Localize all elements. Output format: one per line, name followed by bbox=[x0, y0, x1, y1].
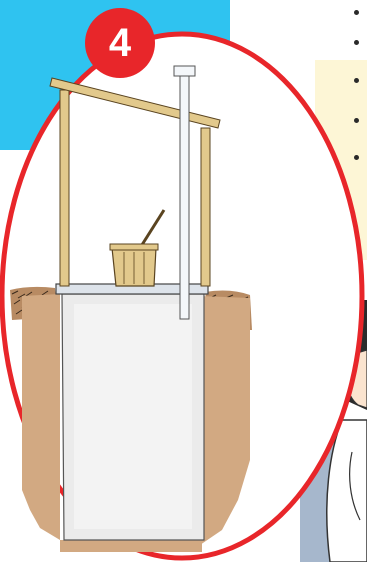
soil-icon bbox=[60, 540, 202, 552]
wooden-post-right bbox=[201, 128, 210, 286]
vent-pipe-icon bbox=[180, 75, 189, 319]
step-number: 4 bbox=[109, 23, 131, 63]
vent-cap-icon bbox=[174, 66, 195, 76]
pit-shading bbox=[74, 304, 192, 529]
step-number-badge: 4 bbox=[85, 8, 155, 78]
wooden-post-left bbox=[60, 90, 69, 286]
soil-icon bbox=[22, 294, 60, 540]
